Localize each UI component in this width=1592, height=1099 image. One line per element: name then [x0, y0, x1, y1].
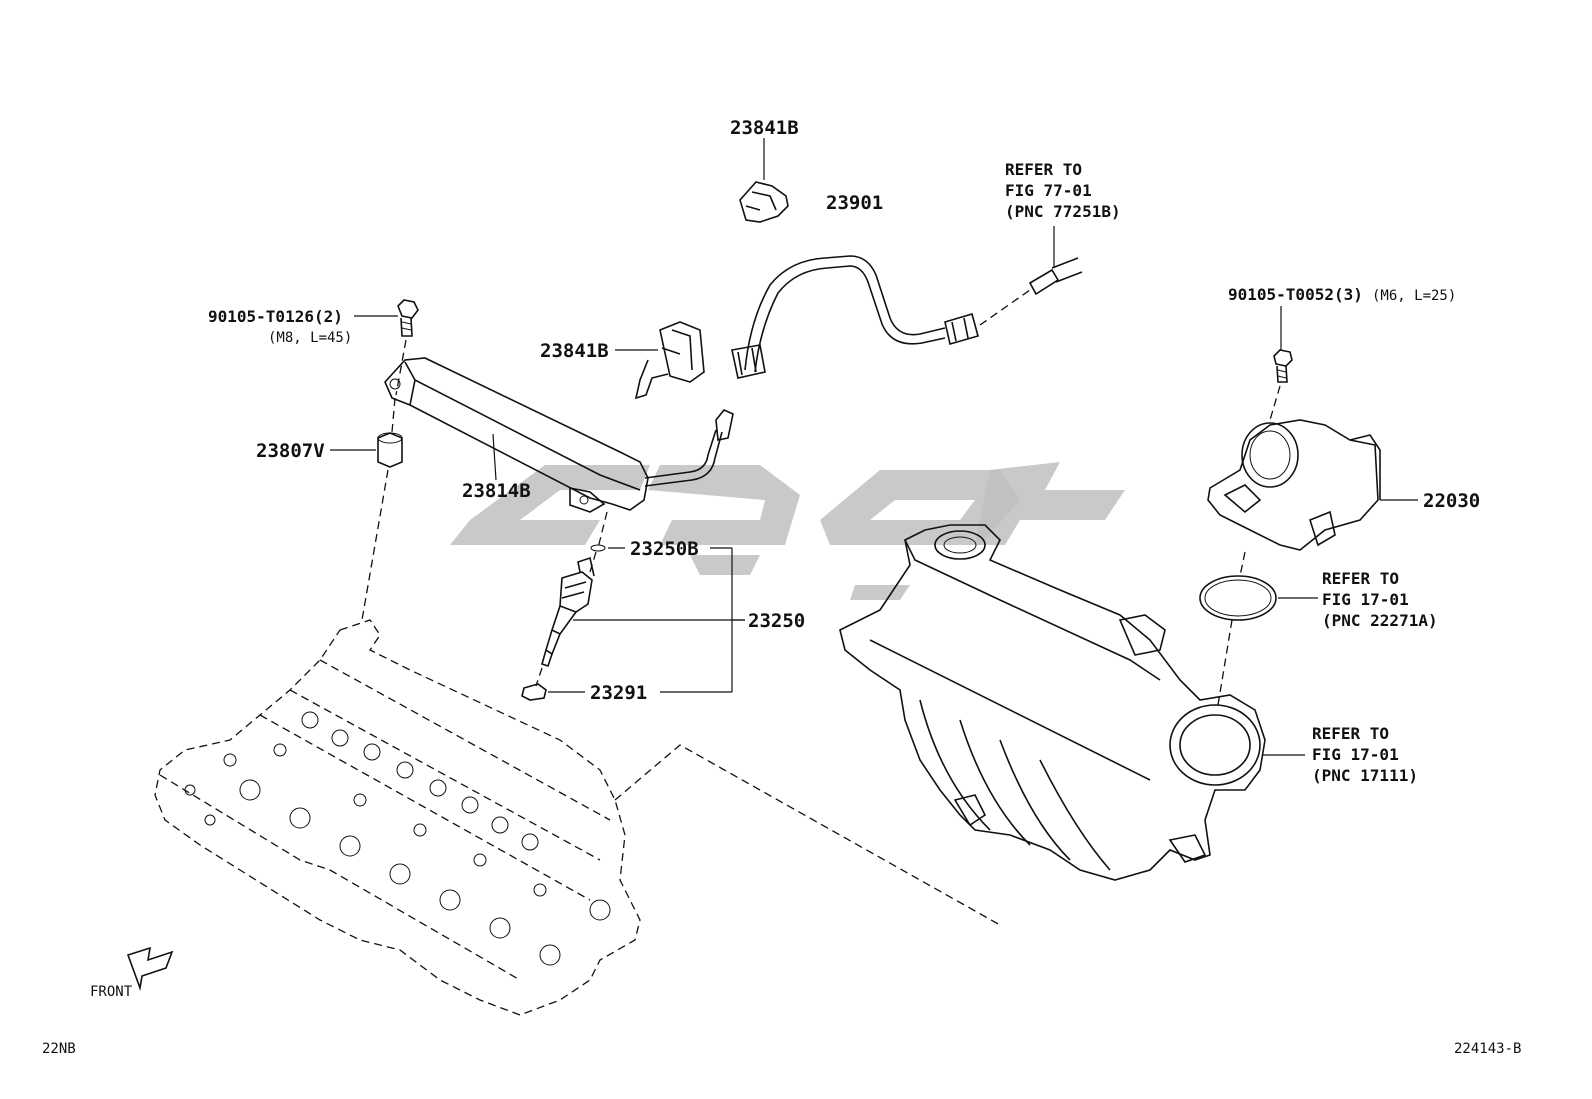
- label-23841b-mid: 23841B: [540, 340, 609, 362]
- injector-23250: [535, 556, 745, 687]
- label-23250: 23250: [748, 610, 805, 632]
- clip-23841b-top: [739, 138, 789, 223]
- label-23807v: 23807V: [256, 440, 325, 462]
- label-refer-gasket-1: REFER TO: [1322, 569, 1399, 588]
- label-refer-manifold-3: (PNC 17111): [1312, 766, 1418, 785]
- label-23291: 23291: [590, 682, 647, 704]
- label-23841b-top: 23841B: [730, 117, 799, 139]
- spacer-23807v: [330, 397, 403, 621]
- label-refer-fuel-2: FIG 77-01: [1005, 181, 1092, 200]
- front-arrow-icon: [126, 946, 174, 992]
- label-23250b: 23250B: [630, 538, 699, 560]
- label-refer-gasket-3: (PNC 22271A): [1322, 611, 1438, 630]
- label-bolt-left: 90105-T0126(2): [208, 307, 343, 326]
- clip-23841b-mid: [615, 321, 705, 400]
- group-bracket: [660, 547, 745, 693]
- label-22030: 22030: [1423, 490, 1480, 512]
- label-refer-fuel-1: REFER TO: [1005, 160, 1082, 179]
- label-front: FRONT: [90, 984, 133, 1000]
- label-bolt-left-spec: (M8, L=45): [268, 330, 352, 346]
- o-ring-23250b: [589, 511, 625, 573]
- label-bolt-right: 90105-T0052(3): [1228, 285, 1363, 304]
- gasket-22271a: [1199, 551, 1318, 706]
- fuel-rail-23814b: [384, 357, 649, 513]
- label-bolt-right-spec: (M6, L=25): [1372, 288, 1456, 304]
- bolt-90105-t0126: [354, 299, 419, 396]
- label-refer-gasket-2: FIG 17-01: [1322, 590, 1409, 609]
- intake-manifold: [839, 524, 1266, 881]
- label-23814b: 23814B: [462, 480, 531, 502]
- bolt-90105-t0052: [1269, 306, 1293, 421]
- label-figure-id: 224143-B: [1454, 1041, 1521, 1057]
- label-refer-manifold-2: FIG 17-01: [1312, 745, 1399, 764]
- throttle-body-22030: [1207, 419, 1418, 551]
- label-refer-fuel-3: (PNC 77251B): [1005, 202, 1121, 221]
- label-refer-manifold-1: REFER TO: [1312, 724, 1389, 743]
- insulator-23291: [521, 683, 585, 701]
- fuel-pipe-23901: [644, 255, 1083, 487]
- label-23901: 23901: [826, 192, 883, 214]
- cylinder-head: [154, 619, 1001, 1016]
- label-engine-code: 22NB: [42, 1041, 76, 1057]
- watermark-logo: [450, 462, 1125, 600]
